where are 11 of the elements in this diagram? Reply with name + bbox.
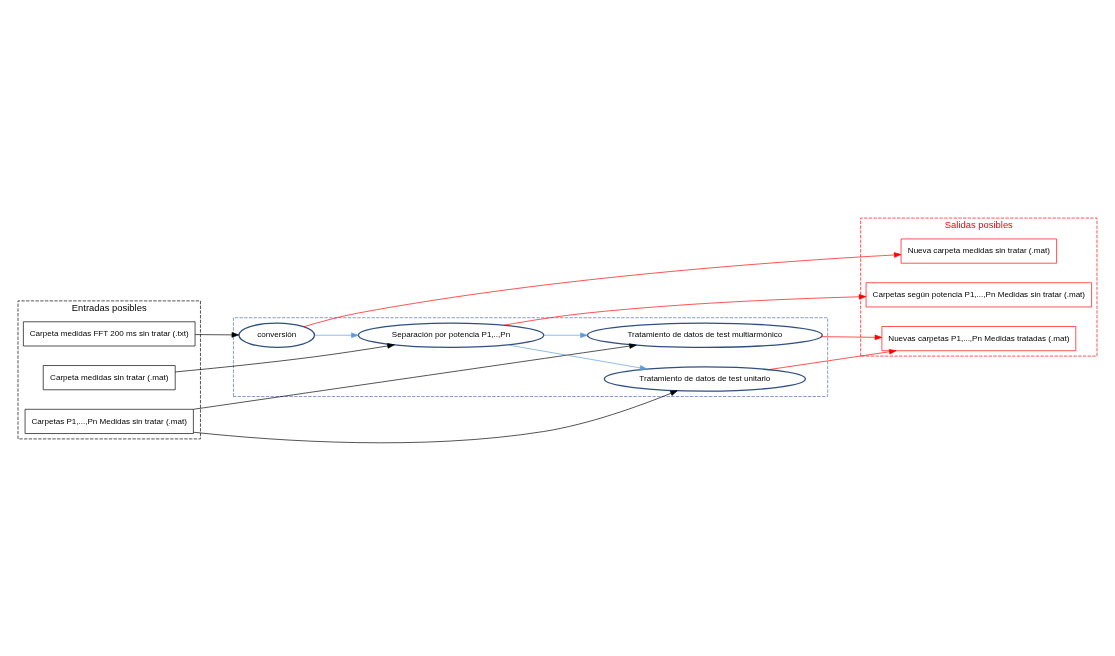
arrow xyxy=(174,342,395,372)
arrow xyxy=(193,342,637,410)
arrow xyxy=(314,332,359,338)
arrow xyxy=(821,334,883,340)
arrow xyxy=(194,331,240,338)
arrow xyxy=(193,389,678,443)
arrow xyxy=(768,348,897,370)
arrow xyxy=(503,293,867,326)
arrow xyxy=(507,344,648,371)
arrow xyxy=(303,251,902,327)
arrow xyxy=(543,332,588,338)
